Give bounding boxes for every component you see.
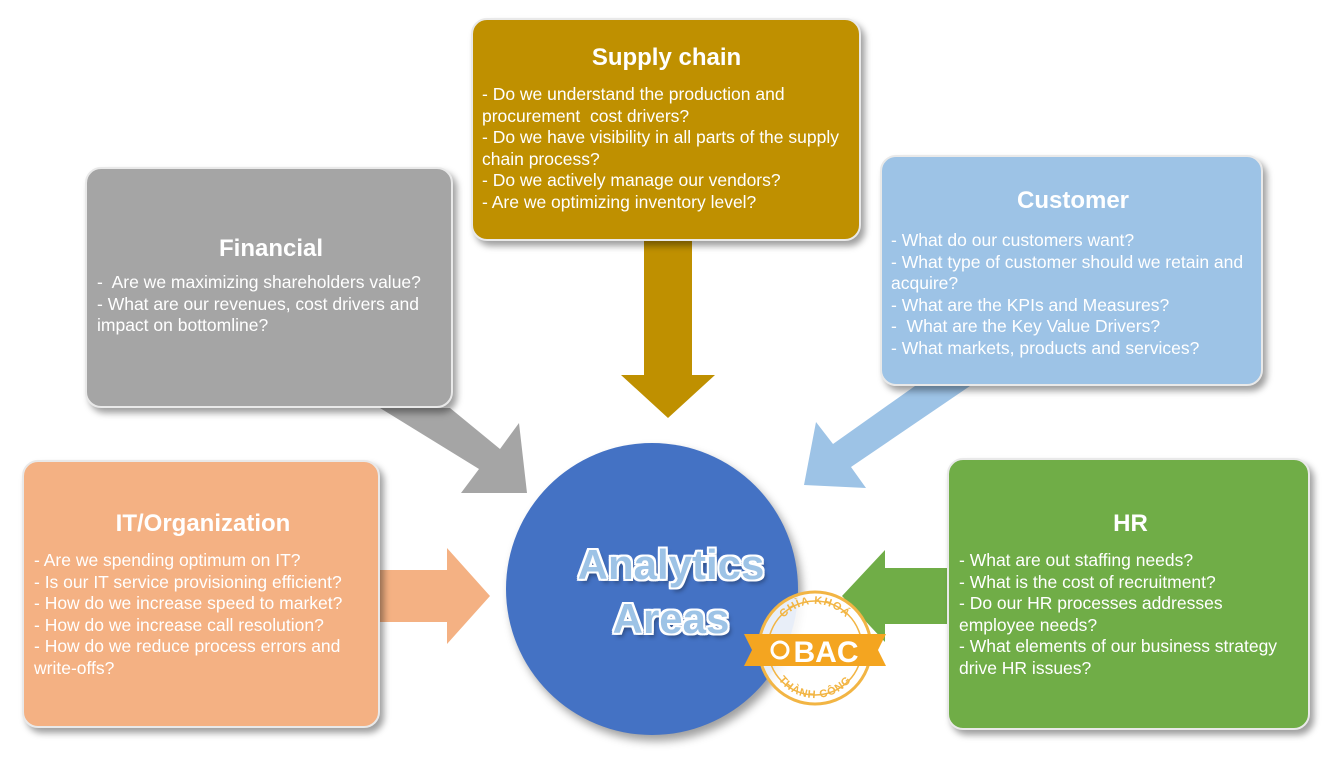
it-organization-item: - How do we reduce process errors and wr… bbox=[34, 636, 346, 678]
supply-chain-box: Supply chain - Do we understand the prod… bbox=[471, 18, 861, 241]
it-organization-list: - Are we spending optimum on IT? - Is ou… bbox=[34, 550, 372, 679]
customer-item: - What do our customers want? bbox=[891, 230, 1135, 250]
it-organization-box: IT/Organization - Are we spending optimu… bbox=[22, 460, 380, 728]
hr-list: - What are out staffing needs? - What is… bbox=[959, 550, 1302, 679]
supply-chain-list: - Do we understand the production and pr… bbox=[482, 84, 851, 213]
customer-list: - What do our customers want? - What typ… bbox=[891, 230, 1255, 359]
supply-chain-item: - Do we actively manage our vendors? bbox=[482, 170, 781, 190]
customer-arrow bbox=[804, 386, 970, 488]
customer-item: - What markets, products and services? bbox=[891, 337, 1200, 358]
customer-item: - What type of customer should we retain… bbox=[891, 251, 1248, 294]
financial-list: - Are we maximizing shareholders value? … bbox=[97, 272, 445, 337]
hr-item: - What is the cost of recruitment? bbox=[959, 571, 1216, 592]
it-organization-item: - Is our IT service provisioning efficie… bbox=[34, 571, 342, 592]
it-organization-arrow bbox=[380, 548, 490, 644]
supply-chain-item: - Do we have visibility in all parts of … bbox=[482, 127, 844, 169]
it-organization-title: IT/Organization bbox=[115, 510, 291, 537]
it-organization-item: - Are we spending optimum on IT? bbox=[34, 550, 301, 570]
financial-arrow bbox=[380, 408, 527, 493]
hr-item: - What are out staffing needs? bbox=[959, 550, 1194, 570]
center-title: Analytics Areas bbox=[577, 541, 765, 642]
customer-title: Customer bbox=[1016, 187, 1130, 214]
it-organization-item: - How do we increase call resolution? bbox=[34, 614, 324, 635]
it-organization-item: - How do we increase speed to market? bbox=[34, 593, 343, 613]
supply-chain-item: - Are we optimizing inventory level? bbox=[482, 191, 757, 212]
financial-box: Financial - Are we maximizing shareholde… bbox=[85, 167, 453, 408]
customer-item: - What are the KPIs and Measures? bbox=[891, 294, 1170, 315]
financial-item: - Are we maximizing shareholders value? bbox=[97, 272, 421, 292]
financial-title: Financial bbox=[218, 235, 324, 262]
logo-main-text: BAC bbox=[794, 636, 859, 669]
hr-title: HR bbox=[1113, 510, 1148, 537]
financial-item: - What are our revenues, cost drivers an… bbox=[97, 293, 424, 336]
customer-item: - What are the Key Value Drivers? bbox=[891, 316, 1161, 336]
bac-logo-seal: CHÌA KHOÁ THÀNH CÔNG BAC bbox=[740, 578, 890, 718]
supply-chain-title: Supply chain bbox=[591, 44, 742, 71]
customer-box: Customer - What do our customers want? -… bbox=[880, 155, 1263, 386]
hr-box: HR - What are out staffing needs? - What… bbox=[947, 458, 1310, 730]
hr-arrow bbox=[842, 550, 948, 642]
supply-chain-arrow bbox=[621, 240, 715, 418]
analytics-areas-circle bbox=[506, 443, 798, 735]
hr-item: - Do our HR processes addresses employee… bbox=[959, 593, 1228, 635]
supply-chain-item: - Do we understand the production and pr… bbox=[482, 84, 790, 126]
hr-item: - What elements of our business strategy… bbox=[959, 636, 1282, 678]
